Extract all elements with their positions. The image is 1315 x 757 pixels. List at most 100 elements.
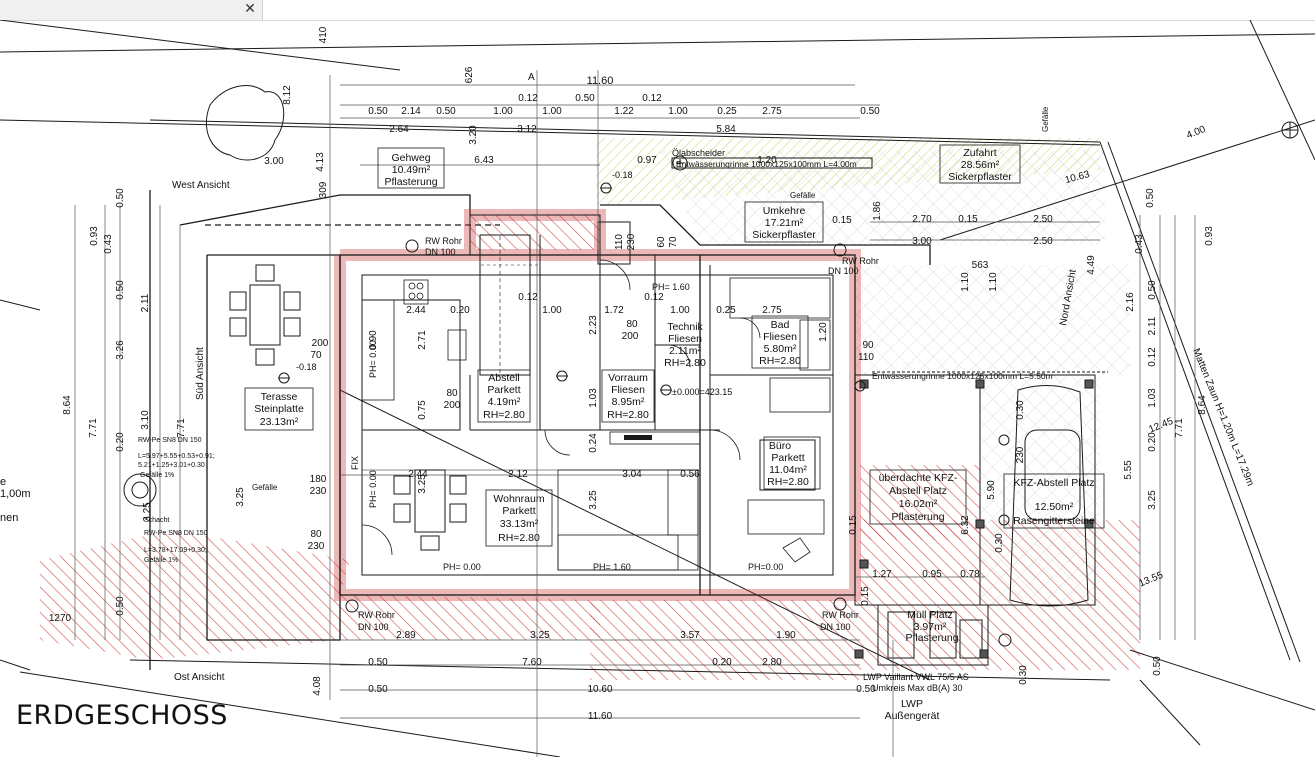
svg-text:DN 100: DN 100 bbox=[828, 266, 859, 276]
svg-text:4.13: 4.13 bbox=[315, 152, 326, 172]
svg-text:1.10: 1.10 bbox=[960, 272, 971, 292]
svg-text:RW-Pe SN8 DN 150: RW-Pe SN8 DN 150 bbox=[138, 437, 202, 444]
svg-text:110: 110 bbox=[858, 352, 874, 363]
svg-text:2.44: 2.44 bbox=[406, 305, 426, 316]
svg-text:-0.18: -0.18 bbox=[612, 170, 633, 180]
svg-text:Umkehre: Umkehre bbox=[763, 205, 806, 217]
svg-text:0.15: 0.15 bbox=[860, 586, 871, 606]
svg-text:0.30: 0.30 bbox=[1018, 665, 1029, 685]
svg-text:5.90: 5.90 bbox=[986, 480, 997, 500]
svg-text:0.12: 0.12 bbox=[642, 93, 662, 104]
svg-text:1.03: 1.03 bbox=[588, 388, 599, 408]
svg-text:Gehweg: Gehweg bbox=[391, 152, 430, 164]
svg-text:1.20: 1.20 bbox=[757, 155, 777, 166]
svg-text:626: 626 bbox=[464, 66, 475, 83]
svg-text:1.00: 1.00 bbox=[542, 106, 562, 117]
svg-text:5.21+1.25+3.01+0.30: 5.21+1.25+3.01+0.30 bbox=[138, 462, 205, 469]
svg-text:Fliesen: Fliesen bbox=[611, 384, 645, 396]
carport bbox=[854, 374, 1096, 666]
svg-text:80: 80 bbox=[446, 388, 458, 399]
svg-text:8.12: 8.12 bbox=[282, 85, 293, 105]
svg-text:0.43: 0.43 bbox=[103, 234, 114, 254]
svg-text:0.12: 0.12 bbox=[518, 93, 538, 104]
svg-text:Terasse: Terasse bbox=[261, 391, 298, 403]
svg-text:0.50: 0.50 bbox=[1147, 280, 1158, 300]
svg-text:230: 230 bbox=[308, 541, 325, 552]
svg-text:Umkreis Max dB(A) 30: Umkreis Max dB(A) 30 bbox=[872, 683, 963, 693]
svg-text:0.50: 0.50 bbox=[115, 596, 126, 616]
svg-text:0.20: 0.20 bbox=[1147, 432, 1158, 452]
svg-text:0.25: 0.25 bbox=[716, 305, 736, 316]
svg-text:0.97: 0.97 bbox=[637, 155, 657, 166]
svg-text:0.15: 0.15 bbox=[832, 215, 852, 226]
svg-text:5.84: 5.84 bbox=[716, 124, 736, 135]
svg-text:1.27: 1.27 bbox=[872, 569, 892, 580]
svg-text:Gefälle: Gefälle bbox=[1041, 106, 1050, 132]
svg-text:RW Rohr: RW Rohr bbox=[842, 256, 879, 266]
svg-text:0.50: 0.50 bbox=[575, 93, 595, 104]
svg-text:Fliesen: Fliesen bbox=[763, 331, 797, 343]
svg-text:1.72: 1.72 bbox=[604, 305, 624, 316]
svg-text:0.50: 0.50 bbox=[368, 657, 388, 668]
svg-text:4.19m²: 4.19m² bbox=[488, 396, 521, 408]
svg-text:2.11: 2.11 bbox=[140, 293, 151, 312]
svg-text:1,00m: 1,00m bbox=[0, 488, 31, 500]
svg-text:Matten Zaun H=1.20m L=17.29m: Matten Zaun H=1.20m L=17.29m bbox=[1190, 347, 1255, 488]
svg-text:410: 410 bbox=[318, 26, 329, 43]
svg-text:4.49: 4.49 bbox=[1086, 255, 1097, 275]
svg-text:0.90: 0.90 bbox=[368, 330, 379, 350]
svg-text:28.56m²: 28.56m² bbox=[961, 159, 1000, 171]
svg-text:7.71: 7.71 bbox=[88, 418, 99, 438]
svg-text:8.64: 8.64 bbox=[62, 395, 73, 415]
svg-text:RW Rohr: RW Rohr bbox=[358, 610, 395, 620]
svg-text:2.64: 2.64 bbox=[389, 124, 409, 135]
svg-text:3.25: 3.25 bbox=[588, 490, 599, 510]
svg-text:Abstell: Abstell bbox=[488, 372, 520, 384]
svg-text:1.00: 1.00 bbox=[493, 106, 513, 117]
svg-text:Abstell Platz: Abstell Platz bbox=[889, 485, 947, 497]
svg-text:DN 100: DN 100 bbox=[358, 622, 389, 632]
svg-text:Vorraum: Vorraum bbox=[608, 372, 648, 384]
svg-text:FIX: FIX bbox=[350, 456, 360, 470]
svg-text:Gefälle 1%: Gefälle 1% bbox=[144, 557, 178, 564]
svg-text:e: e bbox=[0, 476, 6, 488]
room-kfz: KFZ-Abstell Platz12.50m²Rasengitterstein… bbox=[1003, 473, 1105, 529]
svg-text:Parkett: Parkett bbox=[771, 452, 804, 464]
svg-text:Außengerät: Außengerät bbox=[885, 710, 940, 722]
svg-text:110: 110 bbox=[614, 234, 625, 250]
svg-text:11.60: 11.60 bbox=[587, 75, 614, 87]
svg-text:PH= 0.00: PH= 0.00 bbox=[443, 562, 481, 572]
svg-text:0.78: 0.78 bbox=[960, 569, 980, 580]
site-boundary bbox=[149, 190, 931, 670]
svg-text:0.50: 0.50 bbox=[856, 684, 876, 695]
svg-text:23.13m²: 23.13m² bbox=[260, 416, 299, 428]
svg-text:0.25: 0.25 bbox=[717, 106, 737, 117]
svg-text:RH=2.80: RH=2.80 bbox=[767, 476, 809, 488]
svg-text:0.56: 0.56 bbox=[680, 469, 700, 480]
svg-text:Entwässerungrinne 1000x125x100: Entwässerungrinne 1000x125x100mm L=4.00m bbox=[676, 159, 857, 169]
svg-text:1.10: 1.10 bbox=[988, 272, 999, 292]
svg-text:Rasengittersteine: Rasengittersteine bbox=[1013, 515, 1095, 527]
svg-text:Bad: Bad bbox=[771, 319, 790, 331]
close-icon[interactable]: ✕ bbox=[244, 1, 256, 17]
svg-text:4.08: 4.08 bbox=[312, 676, 323, 696]
svg-text:1.00: 1.00 bbox=[668, 106, 688, 117]
svg-text:0.20: 0.20 bbox=[115, 432, 126, 452]
svg-text:0.50: 0.50 bbox=[1145, 188, 1156, 208]
document-tab[interactable]: ✕ bbox=[0, 0, 263, 20]
svg-text:200: 200 bbox=[312, 338, 329, 349]
svg-text:RW-Pe SN8 DN 150: RW-Pe SN8 DN 150 bbox=[144, 530, 208, 537]
svg-text:10.60: 10.60 bbox=[587, 684, 612, 695]
svg-text:1.00: 1.00 bbox=[542, 305, 562, 316]
svg-text:3.26: 3.26 bbox=[115, 340, 126, 360]
svg-text:Müll Platz: Müll Platz bbox=[907, 609, 953, 621]
svg-text:0.50: 0.50 bbox=[860, 106, 880, 117]
furniture bbox=[229, 264, 816, 551]
svg-text:5.80m²: 5.80m² bbox=[764, 343, 797, 355]
